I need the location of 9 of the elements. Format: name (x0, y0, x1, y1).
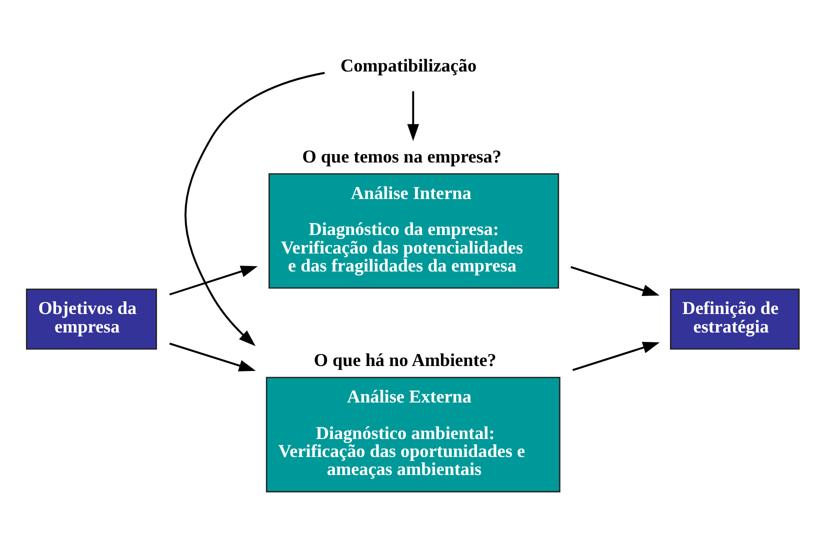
node-label: O que temos na empresa? (302, 146, 502, 166)
node-text: Compatibilização (340, 55, 477, 76)
arrow (184, 71, 325, 346)
arrow (572, 341, 660, 370)
arrow (169, 265, 258, 295)
arrow (570, 266, 660, 296)
arrow (169, 342, 256, 371)
arrow (407, 90, 420, 140)
node-label: O que há no Ambiente? (314, 350, 496, 370)
